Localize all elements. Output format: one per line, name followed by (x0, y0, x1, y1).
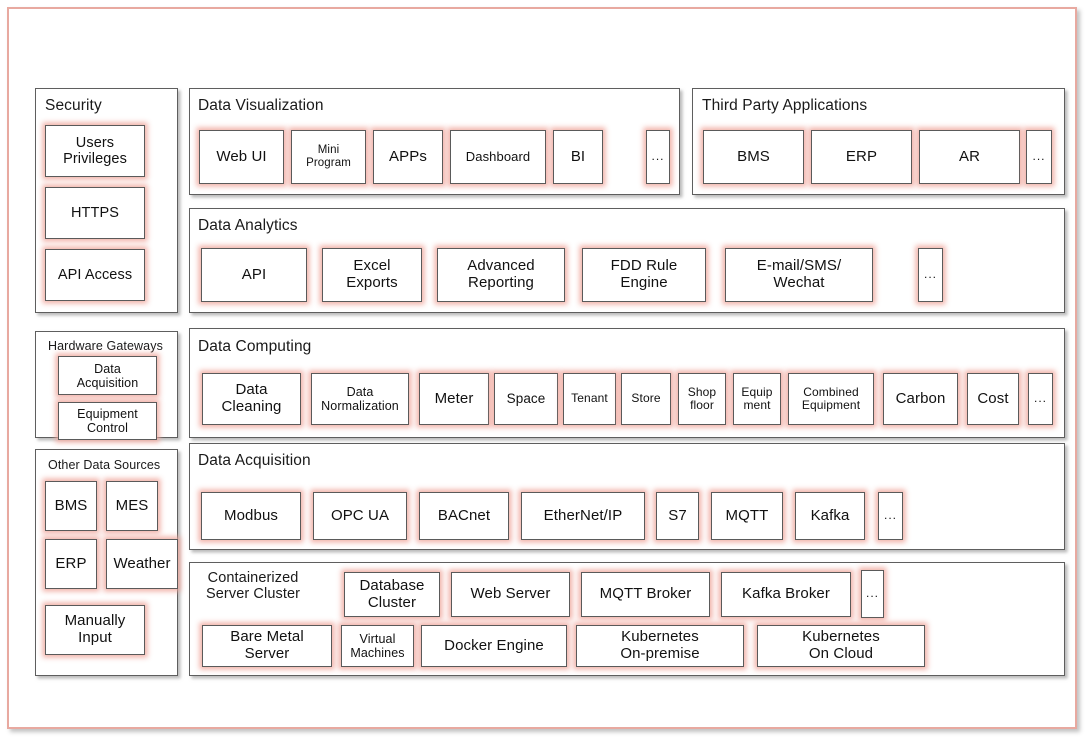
box-apps[interactable]: APPs (373, 130, 443, 184)
box-kafka[interactable]: Kafka (795, 492, 865, 540)
section-containerized-server-cluster-title: Containerized Server Cluster (206, 570, 301, 603)
box-data-cleaning[interactable]: Data Cleaning (202, 373, 301, 425)
box-data-acquisition-gateway[interactable]: Data Acquisition (58, 356, 157, 395)
box-kubernetes-on-premise[interactable]: Kubernetes On-premise (576, 625, 744, 667)
box-ar-thirdparty[interactable]: AR (919, 130, 1020, 184)
box-virtual-machines[interactable]: Virtual Machines (341, 625, 414, 667)
box-https[interactable]: HTTPS (45, 187, 145, 239)
box-docker-engine[interactable]: Docker Engine (421, 625, 567, 667)
box-store[interactable]: Store (621, 373, 671, 425)
section-data-computing: Data Computing Data Cleaning Data Normal… (189, 328, 1065, 438)
section-hardware-gateways-title: Hardware Gateways (48, 339, 163, 353)
section-other-data-sources-title: Other Data Sources (48, 458, 161, 472)
box-erp-source[interactable]: ERP (45, 539, 97, 589)
box-database-cluster[interactable]: Database Cluster (344, 572, 440, 617)
section-data-visualization-title: Data Visualization (198, 97, 324, 114)
box-visualization-more[interactable]: ... (646, 130, 670, 184)
box-s7[interactable]: S7 (656, 492, 699, 540)
section-security-title: Security (45, 97, 102, 114)
box-bi[interactable]: BI (553, 130, 603, 184)
box-combined-equipment[interactable]: Combined Equipment (788, 373, 874, 425)
box-kubernetes-on-cloud[interactable]: Kubernetes On Cloud (757, 625, 925, 667)
box-computing-more[interactable]: ... (1028, 373, 1053, 425)
box-dashboard[interactable]: Dashboard (450, 130, 546, 184)
box-api[interactable]: API (201, 248, 307, 302)
box-fdd-rule-engine[interactable]: FDD Rule Engine (582, 248, 706, 302)
section-other-data-sources: Other Data Sources BMS MES ERP Weather M… (35, 449, 178, 676)
section-third-party-applications-title: Third Party Applications (702, 97, 868, 114)
box-space[interactable]: Space (494, 373, 558, 425)
box-excel-exports[interactable]: Excel Exports (322, 248, 422, 302)
section-data-analytics: Data Analytics API Excel Exports Advance… (189, 208, 1065, 313)
section-hardware-gateways: Hardware Gateways Data Acquisition Equip… (35, 331, 178, 440)
box-web-ui[interactable]: Web UI (199, 130, 284, 184)
box-weather-source[interactable]: Weather (106, 539, 178, 589)
box-equipment[interactable]: Equip ment (733, 373, 781, 425)
section-third-party-applications: Third Party Applications BMS ERP AR ... (692, 88, 1065, 195)
section-data-computing-title: Data Computing (198, 338, 312, 355)
section-data-analytics-title: Data Analytics (198, 217, 298, 234)
section-security: Security Users Privileges HTTPS API Acce… (35, 88, 178, 313)
box-web-server[interactable]: Web Server (451, 572, 570, 617)
box-analytics-more[interactable]: ... (918, 248, 943, 302)
box-opc-ua[interactable]: OPC UA (313, 492, 407, 540)
box-thirdparty-more[interactable]: ... (1026, 130, 1052, 184)
box-api-access[interactable]: API Access (45, 249, 145, 301)
box-advanced-reporting[interactable]: Advanced Reporting (437, 248, 565, 302)
box-mini-program[interactable]: Mini Program (291, 130, 366, 184)
box-kafka-broker[interactable]: Kafka Broker (721, 572, 851, 617)
section-containerized-server-cluster: Containerized Server Cluster Database Cl… (189, 562, 1065, 676)
box-shop-floor[interactable]: Shop floor (678, 373, 726, 425)
box-equipment-control[interactable]: Equipment Control (58, 402, 157, 440)
box-erp-thirdparty[interactable]: ERP (811, 130, 912, 184)
box-meter[interactable]: Meter (419, 373, 489, 425)
section-data-visualization: Data Visualization Web UI Mini Program A… (189, 88, 680, 195)
box-email-sms-wechat[interactable]: E-mail/SMS/ Wechat (725, 248, 873, 302)
box-bacnet[interactable]: BACnet (419, 492, 509, 540)
section-data-acquisition-title: Data Acquisition (198, 452, 311, 469)
box-acquisition-more[interactable]: ... (878, 492, 903, 540)
box-cost[interactable]: Cost (967, 373, 1019, 425)
box-manually-input[interactable]: Manually Input (45, 605, 145, 655)
box-ethernet-ip[interactable]: EtherNet/IP (521, 492, 645, 540)
box-bare-metal-server[interactable]: Bare Metal Server (202, 625, 332, 667)
box-mqtt-broker[interactable]: MQTT Broker (581, 572, 710, 617)
box-bms-source[interactable]: BMS (45, 481, 97, 531)
section-data-acquisition: Data Acquisition Modbus OPC UA BACnet Et… (189, 443, 1065, 550)
box-bms-thirdparty[interactable]: BMS (703, 130, 804, 184)
box-modbus[interactable]: Modbus (201, 492, 301, 540)
box-users-privileges[interactable]: Users Privileges (45, 125, 145, 177)
box-mqtt[interactable]: MQTT (711, 492, 783, 540)
box-cluster-more[interactable]: ... (861, 570, 884, 618)
box-mes-source[interactable]: MES (106, 481, 158, 531)
box-carbon[interactable]: Carbon (883, 373, 958, 425)
box-tenant[interactable]: Tenant (563, 373, 616, 425)
box-data-normalization[interactable]: Data Normalization (311, 373, 409, 425)
